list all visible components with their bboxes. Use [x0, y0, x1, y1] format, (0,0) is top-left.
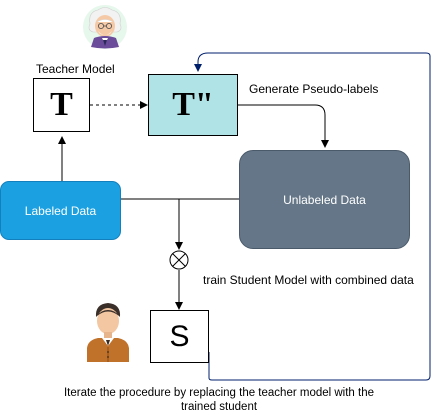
tprime-to-unlabeled-arrow [237, 104, 329, 148]
teacher-avatar-icon [82, 4, 128, 50]
unlabeled-data-box[interactable]: Unlabeled Data [239, 150, 410, 249]
labeled-data-label: Labeled Data [24, 203, 97, 218]
labeled-data-box[interactable]: Labeled Data [0, 181, 121, 240]
teacher-prime-box[interactable]: T" [148, 74, 238, 136]
iterate-loop-arrow [194, 52, 431, 381]
student-avatar-icon [84, 300, 132, 362]
iterate-text-line2: trained student [180, 401, 258, 413]
student-model-box[interactable]: S [150, 310, 209, 363]
teacher-symbol: T [50, 86, 73, 123]
train-student-text: train Student Model with combined data [203, 273, 414, 287]
unlabeled-data-label: Unlabeled Data [283, 192, 366, 207]
teacher-caption: Teacher Model [36, 62, 115, 76]
teacher-prime-symbol: T" [172, 86, 214, 123]
teacher-model-box[interactable]: T [33, 78, 90, 132]
combine-symbol-icon [169, 250, 189, 270]
student-symbol: S [169, 319, 190, 353]
iterate-text-line1: Iterate the procedure by replacing the t… [63, 387, 375, 399]
generate-pseudo-labels-text: Generate Pseudo-labels [249, 82, 379, 96]
